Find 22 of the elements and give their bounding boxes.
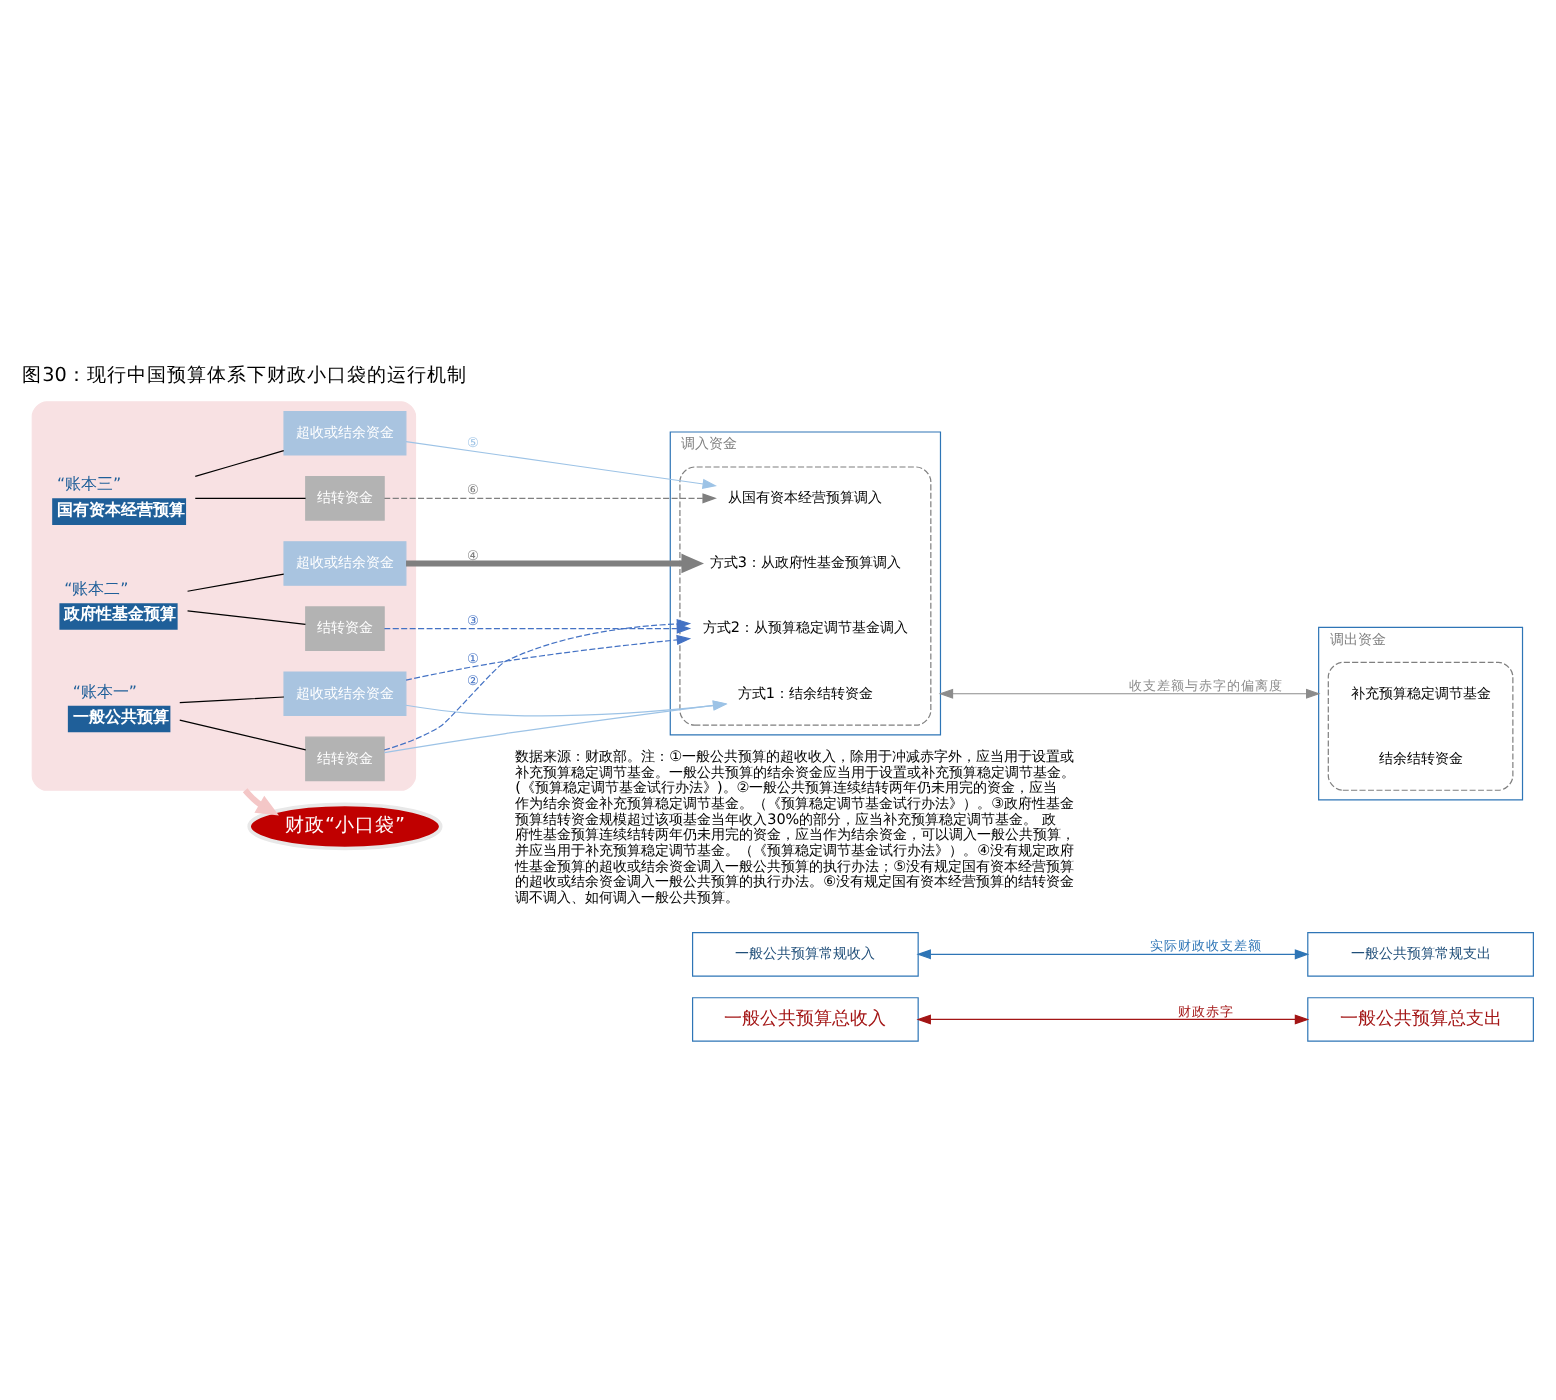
connector bbox=[194, 496, 307, 498]
arrow bbox=[405, 699, 728, 716]
arrow bbox=[938, 687, 1321, 698]
arrow bbox=[405, 440, 717, 488]
arrow bbox=[383, 492, 717, 503]
diagram-title: 图30：现行中国预算体系下财政小口袋的运行机制 bbox=[22, 364, 467, 387]
arrow bbox=[405, 633, 692, 680]
arrow bbox=[916, 948, 1310, 959]
cluster bbox=[31, 400, 417, 790]
connector bbox=[186, 572, 285, 591]
node-ellipse: 财政“小口袋” bbox=[247, 801, 443, 850]
connector bbox=[179, 718, 307, 750]
connector bbox=[186, 609, 307, 624]
arrow bbox=[383, 699, 728, 753]
node-box: 一般公共预算总收入 bbox=[692, 996, 919, 1041]
node-box: 一般公共预算总支出 bbox=[1307, 996, 1534, 1041]
arrow bbox=[406, 552, 704, 573]
connector bbox=[179, 695, 285, 703]
cluster bbox=[1327, 660, 1514, 790]
arrow bbox=[242, 787, 279, 815]
connector bbox=[194, 449, 285, 476]
arrow bbox=[916, 1013, 1310, 1024]
